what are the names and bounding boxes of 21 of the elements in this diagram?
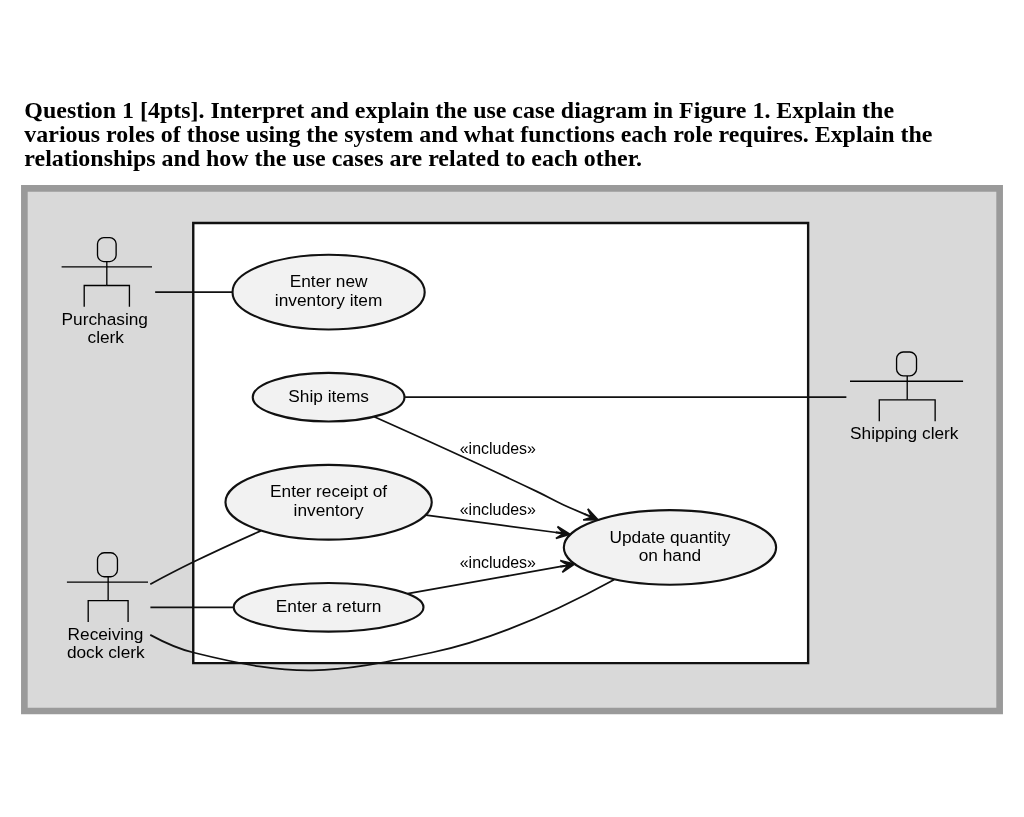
cluster [21,185,1003,715]
arrow [373,415,599,521]
node-label: Purchasing clerk [61,308,148,348]
edge-label: «includes» [459,554,536,572]
node-ellipse: Ship items [251,371,406,423]
connector [149,530,262,586]
node-ellipse: Enter a return [232,581,425,633]
edge-label: «includes» [459,439,536,457]
node-ellipse: Enter receipt of inventory [224,463,433,541]
edge-label: «includes» [459,501,536,519]
diagram-title: Question 1 [4pts]. Interpret and explain the use case diagram in Figure 1. Explain the various roles of those using the system and what functions each role requires. Explain the relationships and how the use cases are related to each other. [24,97,933,172]
arrow [406,559,576,595]
connector [149,578,615,672]
connector [149,606,235,609]
connector [154,291,234,293]
node-label: Receiving dock clerk [66,623,145,663]
connector [404,396,848,399]
arrow [425,514,571,540]
node-ellipse: Enter new inventory item [231,253,426,331]
cluster [192,221,810,665]
node-label: Shipping clerk [850,422,959,443]
